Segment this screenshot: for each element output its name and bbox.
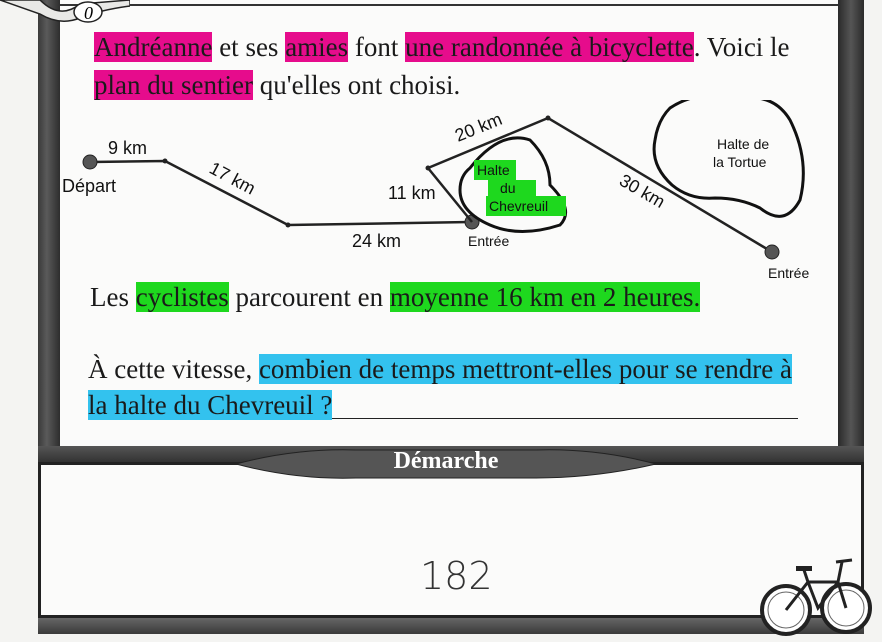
top-rule xyxy=(60,4,838,6)
problem-line-1: Andréanne et ses amies font une randonné… xyxy=(94,30,790,64)
segment-label: 30 km xyxy=(616,170,668,212)
section-title: Démarche xyxy=(393,448,499,474)
entrance-label-2: Entrée xyxy=(768,265,809,281)
segment-label: 9 km xyxy=(108,138,147,158)
trail-left xyxy=(89,159,471,227)
question-line-1: À cette vitesse, combien de temps mettro… xyxy=(88,352,793,386)
plan-highlight: plan du sentier xyxy=(94,70,253,100)
name-highlight: Andréanne xyxy=(94,32,213,62)
segment-label: 11 km xyxy=(388,183,436,203)
question-line-2: la halte du Chevreuil ? xyxy=(88,388,333,422)
chevreuil-highlight xyxy=(474,160,516,180)
chevreuil-label: Halte xyxy=(477,162,510,178)
text-fragment: parcourent en xyxy=(228,282,390,312)
halte-tortue-area xyxy=(652,100,805,218)
tortue-label: la Tortue xyxy=(713,154,767,170)
trail-node xyxy=(545,115,551,121)
start-label: Départ xyxy=(62,176,116,196)
friends-highlight: amies xyxy=(285,32,349,62)
trail-node xyxy=(425,165,431,171)
trail-node xyxy=(162,158,168,164)
work-area-box[interactable] xyxy=(38,462,864,618)
scroll-ornament-icon: 0 xyxy=(0,0,130,23)
chevreuil-label: Chevreuil xyxy=(489,198,548,214)
chevreuil-highlight xyxy=(488,180,536,198)
text-fragment: et ses xyxy=(212,32,286,62)
halte-chevreuil-area xyxy=(458,136,568,233)
frame-right-bar xyxy=(838,0,864,470)
frame-left-bar xyxy=(38,0,60,470)
section-banner xyxy=(236,449,656,479)
problem-line-2: plan du sentier qu'elles ont choisi. xyxy=(94,68,460,102)
text-fragment: font xyxy=(348,32,406,62)
entrance-marker-2 xyxy=(764,244,780,260)
text-fragment: . Voici le xyxy=(693,32,790,62)
frame-bottom-edge xyxy=(38,618,864,634)
chevreuil-highlight xyxy=(486,196,566,216)
answer-line[interactable] xyxy=(332,418,798,419)
trail-node xyxy=(285,222,291,228)
segment-label: 24 km xyxy=(352,231,401,251)
text-fragment: qu'elles ont choisi. xyxy=(252,70,461,100)
start-marker xyxy=(82,154,98,170)
page-number: 182 xyxy=(420,554,493,598)
chevreuil-label: du xyxy=(500,180,516,196)
bicycle-icon xyxy=(760,558,872,636)
cyclists-highlight: cyclistes xyxy=(135,282,229,312)
scroll-label: 0 xyxy=(84,3,93,23)
problem-line-3: Les cyclistes parcourent en moyenne 16 k… xyxy=(90,280,701,314)
question-highlight: combien de temps mettront-elles pour se … xyxy=(258,354,793,384)
trail-right xyxy=(425,116,773,254)
tortue-label: Halte de xyxy=(717,136,769,152)
question-highlight: la halte du Chevreuil ? xyxy=(88,390,333,420)
entrance-label-1: Entrée xyxy=(468,233,509,249)
text-fragment: Les xyxy=(90,282,136,312)
average-highlight: moyenne 16 km en 2 heures. xyxy=(389,282,701,312)
activity-highlight: une randonnée à bicyclette xyxy=(405,32,694,62)
trail-map: 9 km 17 km 24 km 11 km 20 km 30 km Dépar… xyxy=(62,100,809,281)
text-fragment: À cette vitesse, xyxy=(88,354,259,384)
segment-label: 17 km xyxy=(206,158,259,199)
